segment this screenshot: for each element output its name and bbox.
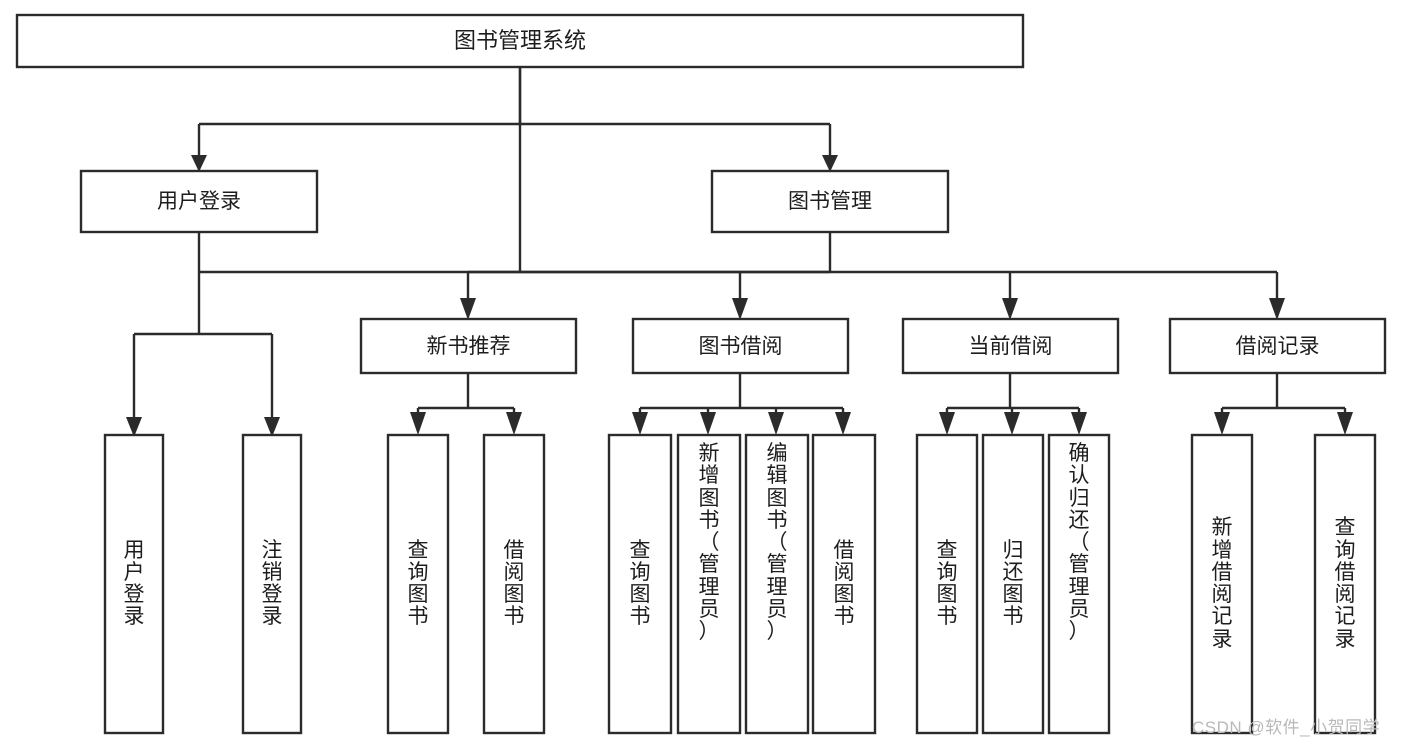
- arrow-book-borrow-leaf-4: [835, 412, 851, 435]
- leaf-user-login-1[interactable]: [103, 433, 165, 735]
- leaf-book-borrow-4[interactable]: [811, 433, 877, 735]
- arrow-current-borrow-leaf-1: [939, 412, 955, 435]
- arrow-user-login-leaf-1: [126, 417, 142, 437]
- node-current-borrow[interactable]: [901, 317, 1120, 375]
- leaf-new-book-2[interactable]: [482, 433, 546, 735]
- arrow-to-current-borrow: [1002, 298, 1018, 320]
- arrow-book-borrow-leaf-1: [632, 412, 648, 435]
- node-book-borrow[interactable]: [631, 317, 850, 375]
- arrow-book-borrow-leaf-3: [768, 412, 784, 435]
- arrow-user-login-leaf-2: [264, 417, 280, 437]
- leaf-borrow-record-2[interactable]: [1313, 433, 1377, 735]
- arrow-to-user-login: [191, 155, 207, 172]
- arrow-current-borrow-leaf-2: [1004, 412, 1020, 435]
- arrow-to-book-borrow: [732, 298, 748, 320]
- arrow-new-book-leaf-2: [506, 412, 522, 435]
- leaf-current-borrow-2[interactable]: [981, 433, 1045, 735]
- leaf-current-borrow-3[interactable]: [1047, 433, 1111, 735]
- arrow-to-new-book-recommend: [460, 298, 476, 320]
- arrow-to-borrow-record: [1269, 298, 1285, 320]
- arrow-book-borrow-leaf-2: [700, 412, 716, 435]
- leaf-new-book-1[interactable]: [386, 433, 450, 735]
- leaf-current-borrow-1[interactable]: [915, 433, 979, 735]
- connector-layer: [126, 67, 1353, 437]
- node-layer: [15, 13, 1387, 735]
- node-root-book-management-system[interactable]: [15, 13, 1025, 69]
- arrow-current-borrow-leaf-3: [1071, 412, 1087, 435]
- leaf-book-borrow-3[interactable]: [744, 433, 810, 735]
- node-new-book-recommend[interactable]: [359, 317, 578, 375]
- leaf-book-borrow-1[interactable]: [607, 433, 673, 735]
- node-borrow-record[interactable]: [1168, 317, 1387, 375]
- leaf-borrow-record-1[interactable]: [1190, 433, 1254, 735]
- arrow-borrow-record-leaf-2: [1337, 412, 1353, 435]
- arrow-to-book-manage: [822, 155, 838, 172]
- leaf-user-login-2[interactable]: [241, 433, 303, 735]
- arrow-new-book-leaf-1: [410, 412, 426, 435]
- node-user-login[interactable]: [79, 169, 319, 234]
- leaf-book-borrow-2[interactable]: [676, 433, 742, 735]
- arrow-borrow-record-leaf-1: [1214, 412, 1230, 435]
- csdn-watermark: CSDN @软件_小贺同学: [1192, 718, 1381, 737]
- node-book-management[interactable]: [710, 169, 950, 234]
